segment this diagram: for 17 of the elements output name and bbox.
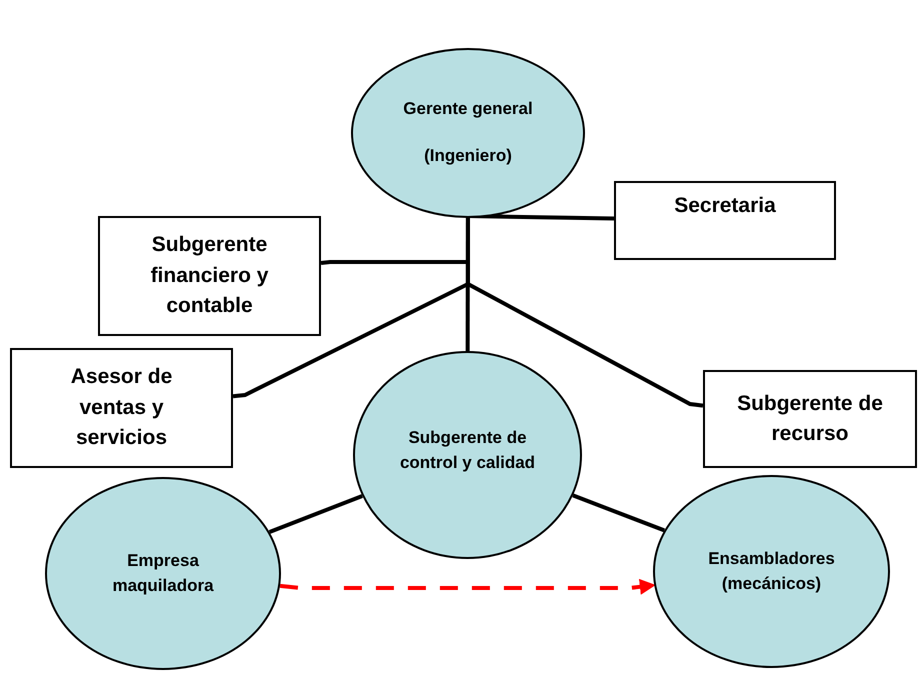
role-box (614, 181, 836, 260)
dashed-arrow (280, 578, 656, 595)
role-label: (Ingeniero) (424, 145, 512, 167)
role-label: Asesor de ventas y servicios (70, 364, 174, 452)
role-box (98, 216, 321, 336)
role-label: Subgerente de control y calidad (398, 427, 536, 474)
role-label: Subgerente de recurso (736, 390, 884, 447)
role-box (703, 370, 917, 468)
connector-line (466, 218, 704, 408)
role-label: Subgerente financiero y contable (150, 232, 270, 320)
role-label: Gerente general (403, 98, 533, 120)
connector-line (268, 494, 363, 534)
connector-line (572, 494, 665, 532)
role-box (10, 348, 233, 468)
role-label: Empresa maquiladora (111, 550, 215, 596)
role-label: Ensambladores (mecánicos) (707, 548, 836, 594)
role-label: Secretaria (674, 193, 776, 220)
